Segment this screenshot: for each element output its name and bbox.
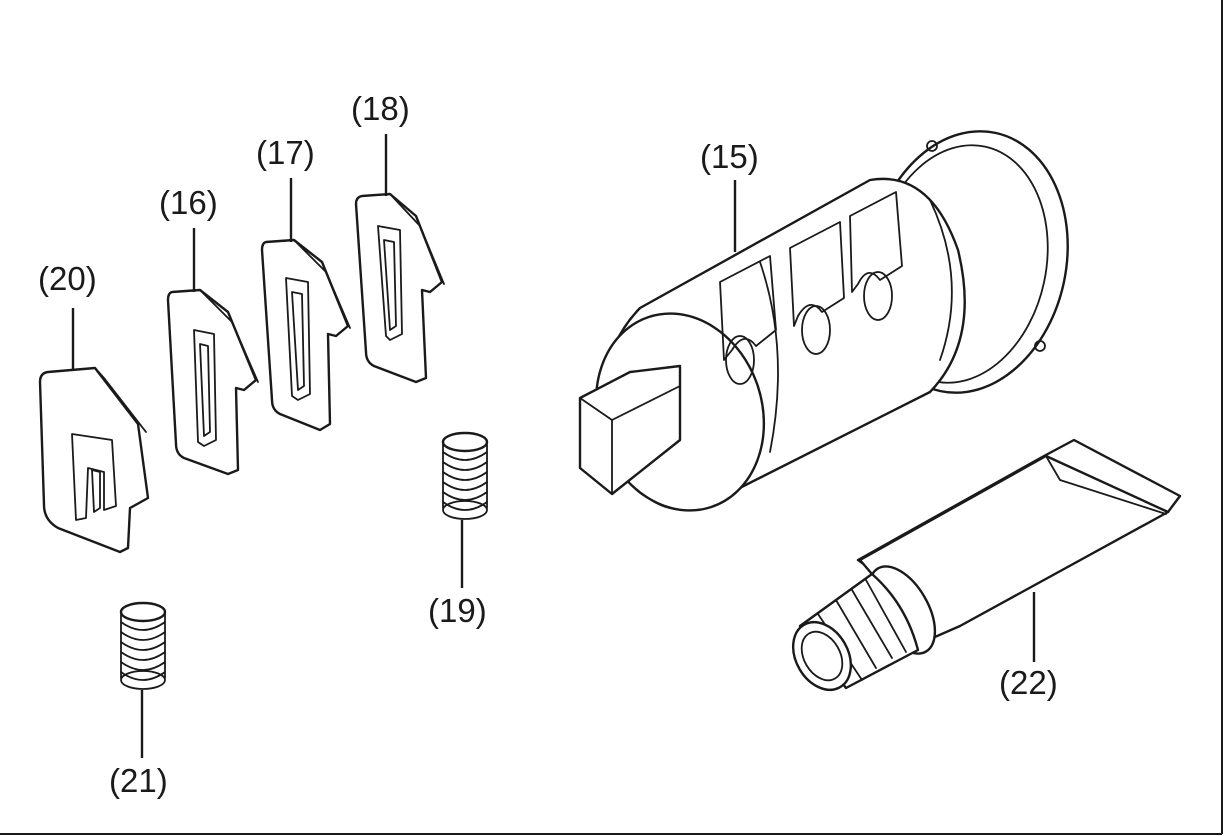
part-19-spring [441,431,489,520]
part-17-tumbler [260,238,351,432]
part-16-tumbler [166,288,259,476]
callout-21: (21) [109,762,168,799]
callout-22: (22) [999,664,1058,701]
callout-15: (15) [700,138,759,175]
part-18-tumbler [354,192,445,384]
callout-16: (16) [159,184,218,221]
callout-20: (20) [38,260,97,297]
callout-19: (19) [428,592,487,629]
part-21-spring [119,601,167,690]
part-20-plate [38,366,150,554]
callout-18: (18) [351,90,410,127]
callout-17: (17) [256,134,315,171]
part-15-lock-cylinder [578,130,1069,512]
part-22-grease-tube [791,438,1182,691]
